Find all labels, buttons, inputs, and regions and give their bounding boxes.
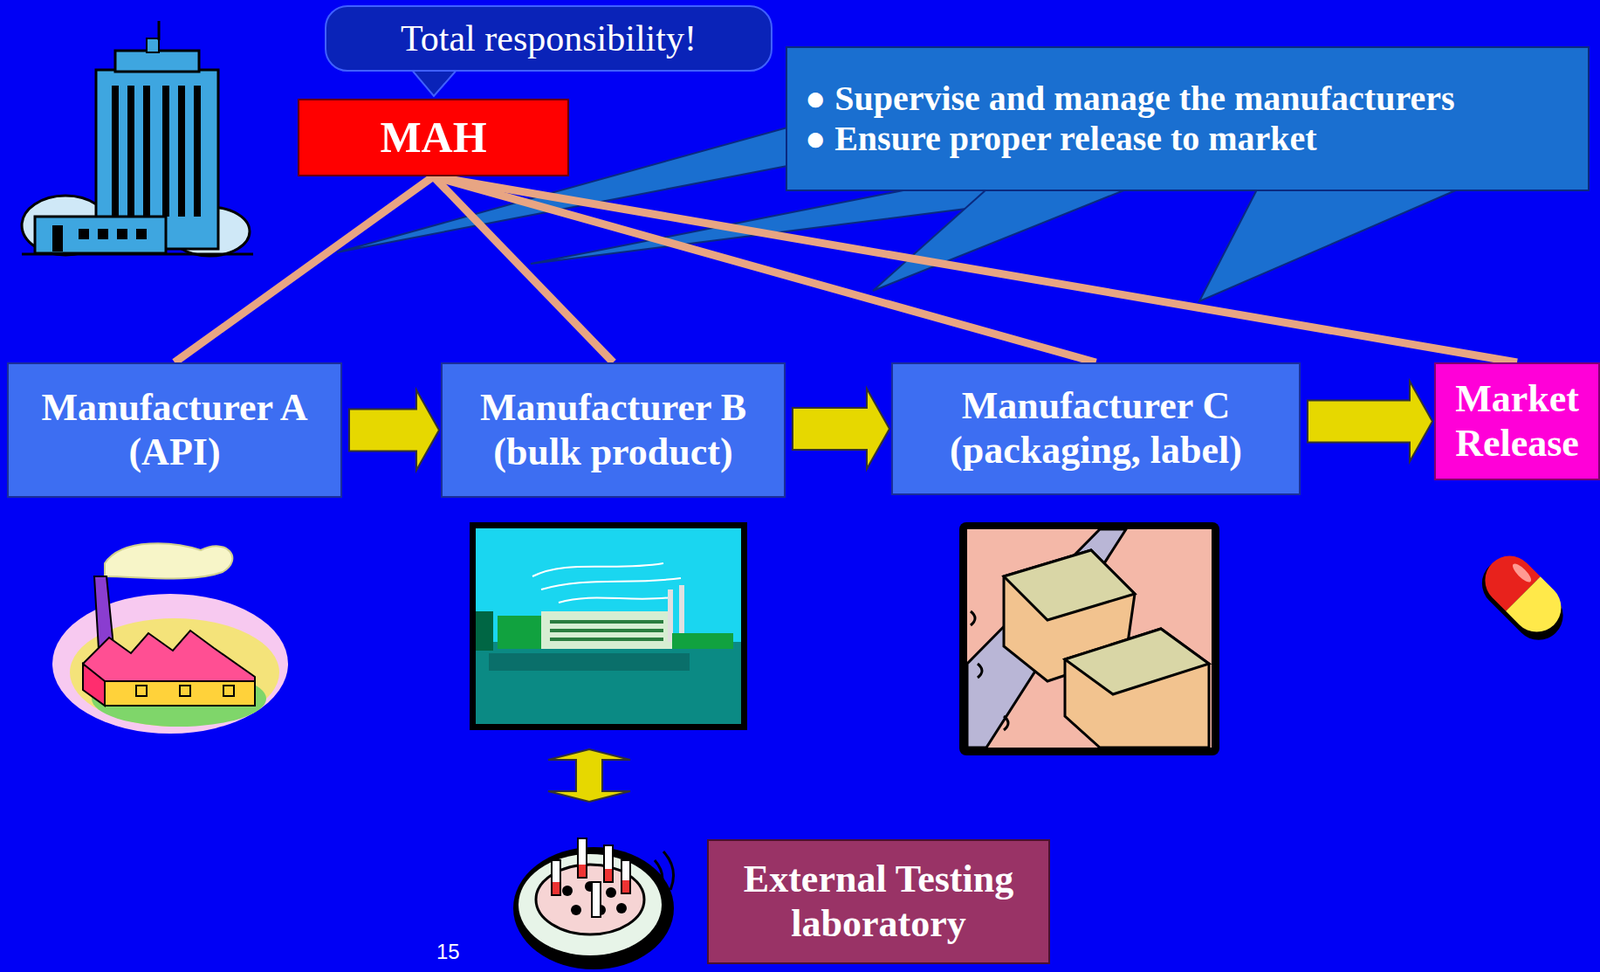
- node-text: Market Release: [1441, 377, 1594, 466]
- factory-icon: [52, 542, 289, 734]
- petri-dish-icon: [513, 837, 674, 969]
- node-text: Total responsibility!: [400, 17, 697, 60]
- node-text: ● Supervise and manage the manufacturers: [804, 78, 1456, 119]
- node-text: Manufacturer C (packaging, label): [898, 384, 1294, 473]
- process-box: Manufacturer A (API): [6, 362, 343, 498]
- node-text: External Testing laboratory: [714, 857, 1044, 946]
- page-number: 15: [436, 939, 461, 964]
- packaging-picture: [959, 521, 1220, 756]
- supervision-line: [174, 176, 434, 363]
- plant-picture: [469, 521, 748, 730]
- flow-arrow: [1307, 381, 1433, 462]
- process-box: Manufacturer C (packaging, label): [891, 362, 1301, 495]
- node-text: ● Ensure proper release to market: [804, 118, 1318, 159]
- market-release-box: Market Release: [1434, 362, 1600, 481]
- double-arrow: [548, 748, 631, 802]
- callout-box: ● Supervise and manage the manufacturers…: [785, 46, 1590, 192]
- office-building: [21, 20, 254, 256]
- node-text: Manufacturer B (bulk product): [447, 385, 779, 474]
- flow-arrow: [349, 390, 440, 471]
- supervision-line: [433, 176, 1518, 363]
- process-box: Manufacturer B (bulk product): [440, 362, 786, 498]
- lab-box: External Testing laboratory: [707, 838, 1051, 964]
- mah-box: MAH: [297, 98, 570, 177]
- speech-bubble: Total responsibility!: [324, 5, 773, 72]
- node-text: Manufacturer A (API): [13, 385, 336, 474]
- bubble-tail: [410, 68, 459, 97]
- capsule-icon: [1471, 545, 1577, 651]
- flow-arrow: [792, 388, 890, 469]
- node-text: MAH: [379, 112, 487, 164]
